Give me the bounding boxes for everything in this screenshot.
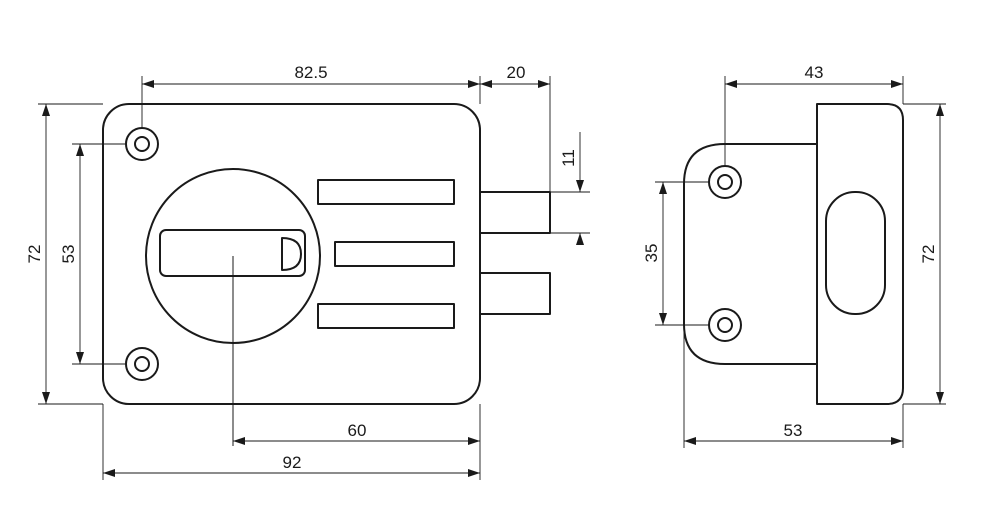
dim-side-depth-overall: 53 <box>784 421 803 440</box>
lock-body <box>102 103 481 405</box>
side-mount-hole-top <box>708 165 742 199</box>
dim-height-overall: 72 <box>25 245 44 264</box>
dim-width-top: 82.5 <box>294 63 327 82</box>
side-view <box>683 103 904 405</box>
slot-top <box>317 179 455 205</box>
dim-mount-hole-spacing: 53 <box>59 245 78 264</box>
bolt-bottom <box>479 272 551 315</box>
front-view <box>102 103 551 446</box>
bolt-oval-slot <box>825 191 886 315</box>
dim-side-depth-top: 43 <box>805 63 824 82</box>
back-plate <box>683 143 817 365</box>
dim-bolt-projection: 20 <box>507 63 526 82</box>
dim-side-height-overall: 72 <box>919 245 938 264</box>
dim-bolt-height: 11 <box>559 149 578 167</box>
front-dimensions: 82.5 20 11 72 53 60 <box>25 63 590 480</box>
dim-side-mount-hole-spacing: 35 <box>642 244 661 263</box>
front-flange <box>816 103 904 405</box>
bolt-top <box>479 191 551 234</box>
side-mount-hole-bottom <box>708 308 742 342</box>
side-dimensions: 43 35 72 53 <box>642 63 946 448</box>
key-slot-d-mark <box>281 237 302 271</box>
mount-hole-bottom <box>125 347 159 381</box>
dim-backset: 60 <box>348 421 367 440</box>
mount-hole-top <box>125 127 159 161</box>
slot-middle <box>334 241 455 267</box>
dim-width-overall: 92 <box>283 453 302 472</box>
slot-bottom <box>317 303 455 329</box>
